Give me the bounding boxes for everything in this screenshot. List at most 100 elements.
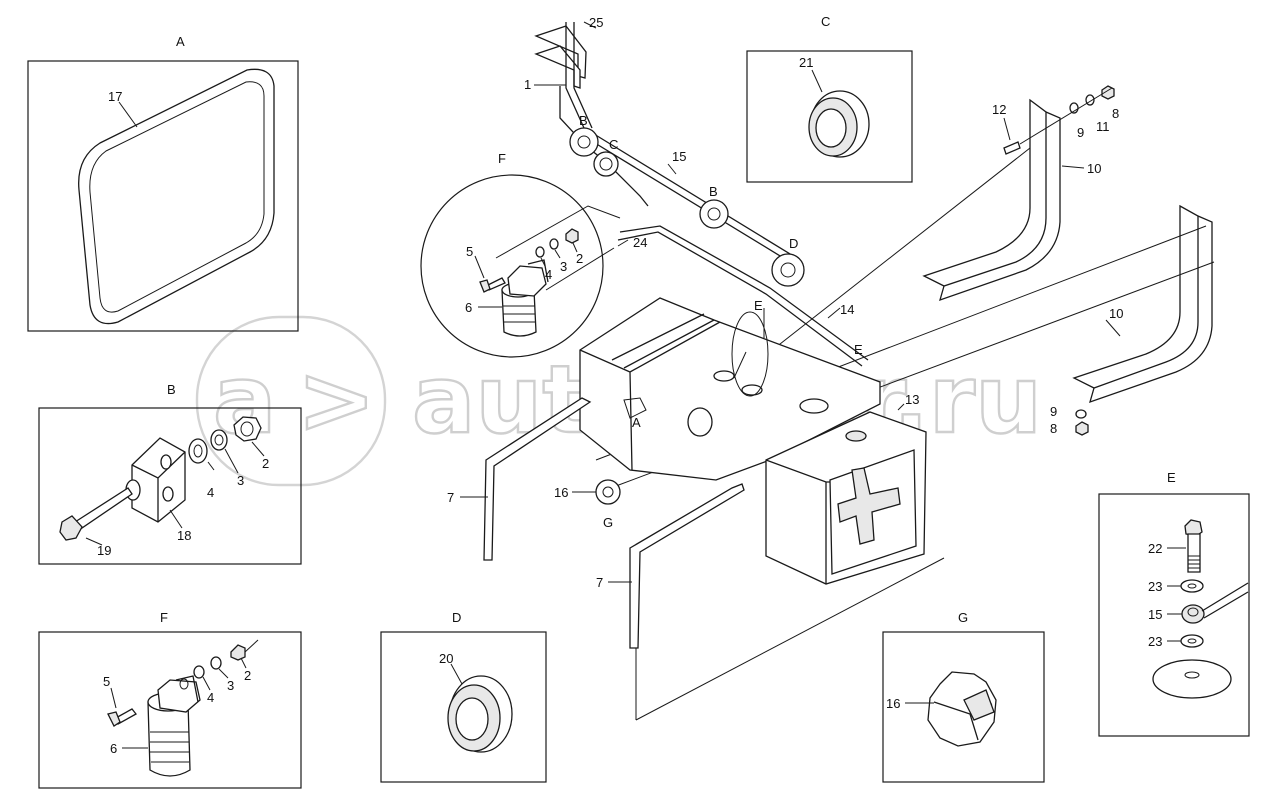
leader-main-10b	[1105, 319, 1121, 337]
main-label-9b: 9	[1050, 404, 1057, 419]
detail-f-title: F	[160, 610, 168, 625]
main-label-10a: 10	[1087, 161, 1101, 176]
washer-23-bottom	[1180, 634, 1204, 648]
leader-main-24	[617, 239, 629, 247]
fuel-cap-16-jagged	[927, 671, 997, 747]
bolt-22-thread	[1188, 555, 1200, 569]
base-plate-hole	[1184, 671, 1200, 679]
label-20: 20	[439, 651, 453, 666]
label-e-23b: 23	[1148, 634, 1162, 649]
main-label-b2: B	[709, 184, 718, 199]
washer-23-bottom-hole	[1187, 638, 1197, 644]
detail-a-title: A	[176, 34, 185, 49]
main-label-8b: 8	[1050, 421, 1057, 436]
gasket-ring-17-outer	[78, 68, 275, 325]
bolt-5-head	[107, 711, 121, 727]
tank-strap-7-right	[629, 483, 745, 649]
main-label-16: 16	[554, 485, 568, 500]
bolt-19-head	[59, 515, 83, 541]
washer-23-top	[1180, 579, 1204, 593]
detail-g-frame	[882, 631, 1045, 783]
leader-main-14	[827, 307, 841, 319]
washer-23-top-hole	[1187, 583, 1197, 589]
washer-3-hole	[214, 434, 224, 446]
inset-f-title: F	[498, 151, 506, 166]
tank-cap-grommet	[845, 430, 867, 442]
main-label-14: 14	[840, 302, 854, 317]
washer-f-3	[210, 656, 222, 670]
washer-4	[188, 438, 208, 464]
label-b-3: 3	[237, 473, 244, 488]
main-label-7a: 7	[447, 490, 454, 505]
tank-cap-16	[595, 479, 621, 505]
inset-leader-4	[540, 257, 546, 267]
label-g-16: 16	[886, 696, 900, 711]
detail-c-title: C	[821, 14, 830, 29]
filter-head	[157, 679, 201, 713]
inset-label-6: 6	[465, 300, 472, 315]
fuel-tank-end-edges	[765, 459, 830, 584]
inset-nut-2	[565, 228, 579, 244]
grommet-marker-b2-inner	[707, 207, 721, 221]
detail-d-frame	[380, 631, 547, 783]
grommet-marker-d	[771, 253, 805, 287]
leader-f-2	[240, 657, 247, 669]
detail-a-frame	[27, 60, 299, 332]
fuel-filter-6-ribs	[150, 731, 189, 763]
filter-head-port	[179, 678, 189, 690]
inset-filter-bowl	[501, 289, 537, 337]
main-label-d: D	[789, 236, 798, 251]
main-label-1: 1	[524, 77, 531, 92]
inset-filter-bracket	[527, 259, 549, 283]
nut-8-upper	[1101, 85, 1115, 100]
pipe-15	[589, 133, 801, 271]
main-label-15: 15	[672, 149, 686, 164]
inset-label-4: 4	[545, 267, 552, 282]
main-label-9a: 9	[1077, 125, 1084, 140]
bolt-22-shank	[1187, 533, 1201, 573]
main-label-b1: B	[579, 113, 588, 128]
fitting-block-18-edges	[131, 451, 186, 522]
main-assembly: 25 1 B C 15 B D 24 14 E E 12 9 11 8 10 1…	[447, 15, 1215, 721]
leader-b-18	[169, 509, 183, 529]
detail-d: D 20	[380, 610, 547, 783]
detail-e-frame	[1098, 493, 1250, 737]
label-b-2: 2	[262, 456, 269, 471]
fuel-tank-left-edges	[579, 321, 721, 471]
detail-d-title: D	[452, 610, 461, 625]
tank-sender-port-1	[713, 370, 735, 382]
main-label-24: 24	[633, 235, 647, 250]
grommet-21-hole	[815, 108, 847, 148]
inset-label-2: 2	[576, 251, 583, 266]
bolt-12	[1003, 141, 1021, 155]
inset-washer-3	[549, 238, 559, 250]
label-b-4: 4	[207, 485, 214, 500]
inset-label-5: 5	[466, 244, 473, 259]
detail-e: E 22 23 15 23	[1098, 470, 1250, 737]
grommet-marker-d-inner	[780, 262, 796, 278]
fitting-block-hole-top	[160, 454, 172, 470]
inset-f-circle: F 5 4 3 2 6	[420, 151, 621, 358]
bracket-10-upper	[922, 98, 1047, 287]
detail-g: G 16	[882, 610, 1045, 783]
leader-main-13	[897, 403, 905, 411]
fitting-block-hole-bottom	[162, 486, 174, 502]
bolt-22-head	[1184, 519, 1203, 537]
main-label-12: 12	[992, 102, 1006, 117]
watermark-arrow-glyph: >	[297, 346, 376, 455]
leader-main-10a	[1061, 165, 1085, 169]
grommet-marker-c	[593, 151, 619, 177]
inset-washer-4	[535, 246, 545, 258]
detail-g-title: G	[958, 610, 968, 625]
nut-2-bore	[240, 421, 254, 437]
detail-f: F 5 4 3 2 6	[38, 610, 302, 789]
sender-wires	[733, 308, 765, 379]
leader-main-25	[583, 21, 597, 29]
fuel-tank-strap	[611, 313, 715, 369]
washer-3	[210, 429, 228, 451]
inset-leader-5	[474, 255, 485, 279]
pipe-24	[617, 225, 869, 367]
leader-17	[118, 101, 138, 128]
inset-leader-3	[554, 249, 561, 259]
